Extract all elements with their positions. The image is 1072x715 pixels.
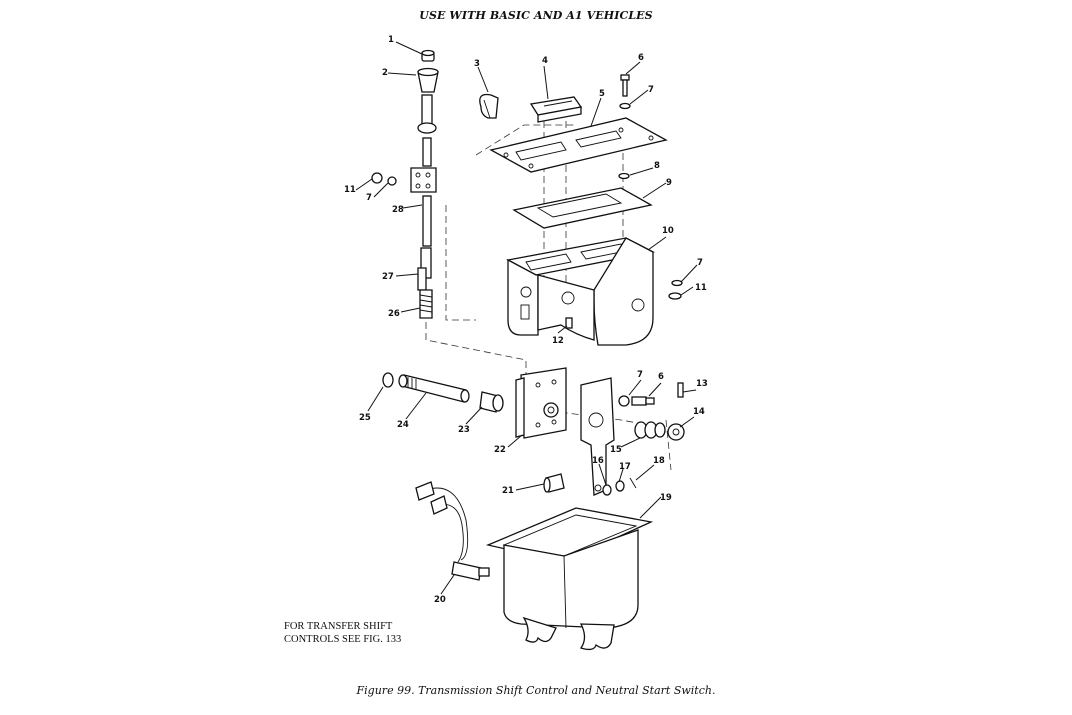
callout-3: 3: [474, 59, 480, 69]
callout-27: 27: [382, 272, 394, 282]
mounting-bracket: [506, 237, 655, 346]
callout-26: 26: [388, 309, 400, 319]
callout-15: 15: [610, 445, 622, 455]
callout-24: 24: [397, 420, 409, 430]
callout-6b: 6: [658, 372, 664, 382]
stud-12: [565, 317, 573, 329]
figure-caption: Figure 99. Transmission Shift Control an…: [356, 684, 716, 697]
callout-numbers: 1 2 3 4 5 6 7 8 9 10 7 11 11 7 28 27 26 …: [344, 35, 708, 605]
callout-11a: 11: [344, 185, 356, 195]
callout-5: 5: [599, 89, 605, 99]
callout-2: 2: [382, 68, 388, 78]
cross-shaft: [398, 374, 470, 403]
callout-7d: 7: [637, 370, 643, 380]
switch-lever-plate: [580, 377, 615, 496]
shift-knob: [417, 67, 439, 93]
note-line-1: FOR TRANSFER SHIFT: [284, 621, 393, 632]
shift-cover-plate: [489, 117, 668, 173]
callout-23: 23: [458, 425, 470, 435]
lever-washer-pin: [602, 477, 637, 496]
retaining-clip: [479, 93, 499, 119]
snap-ring: [382, 372, 394, 388]
callout-7a: 7: [648, 85, 654, 95]
washer-8: [618, 172, 630, 180]
callout-21: 21: [502, 486, 514, 496]
exploded-parts-diagram: 1 2 3 4 5 6 7 8 9 10 7 11 11 7 28 27 26 …: [344, 35, 708, 651]
shaft-coupling: [479, 391, 504, 413]
callout-18: 18: [653, 456, 665, 466]
callout-19: 19: [660, 493, 672, 503]
switch-bracket: [515, 367, 567, 439]
switch-cap: [667, 423, 685, 441]
note-line-2: CONTROLS SEE FIG. 133: [284, 634, 402, 645]
right-nut-washer: [668, 279, 683, 300]
callout-11b: 11: [695, 283, 707, 293]
callout-7c: 7: [366, 193, 372, 203]
left-nut-washer: [371, 172, 397, 186]
switch-wiring-harness: [415, 481, 490, 581]
callout-17: 17: [619, 462, 631, 472]
shift-knob-cap: [421, 49, 435, 62]
gasket: [512, 187, 653, 229]
callout-9: 9: [666, 178, 672, 188]
shift-housing: [485, 507, 654, 651]
callout-25: 25: [359, 413, 371, 423]
callout-8: 8: [654, 161, 660, 171]
callout-4: 4: [542, 56, 548, 66]
adapter-21: [543, 473, 565, 493]
clevis-pin: [677, 382, 684, 398]
transfer-shift-note: FOR TRANSFER SHIFT CONTROLS SEE FIG. 133: [284, 620, 401, 646]
middle-bolt-washer: [618, 395, 655, 407]
callout-22: 22: [494, 445, 506, 455]
callout-6a: 6: [638, 53, 644, 63]
page-header: USE WITH BASIC AND A1 VEHICLES: [419, 9, 653, 22]
callout-13: 13: [696, 379, 708, 389]
callout-12: 12: [552, 336, 564, 346]
callout-20: 20: [434, 595, 446, 605]
callout-14: 14: [693, 407, 705, 417]
neutral-start-switch: [634, 421, 666, 439]
callout-1: 1: [388, 35, 394, 45]
indicator-plate: [529, 96, 583, 123]
callout-10: 10: [662, 226, 674, 236]
callout-16: 16: [592, 456, 604, 466]
leader-lines: [355, 41, 698, 595]
top-bolt: [619, 74, 631, 110]
callout-7b: 7: [697, 258, 703, 268]
document-page: USE WITH BASIC AND A1 VEHICLES: [276, 0, 796, 715]
callout-28: 28: [392, 205, 404, 215]
shift-lever: [410, 94, 437, 319]
